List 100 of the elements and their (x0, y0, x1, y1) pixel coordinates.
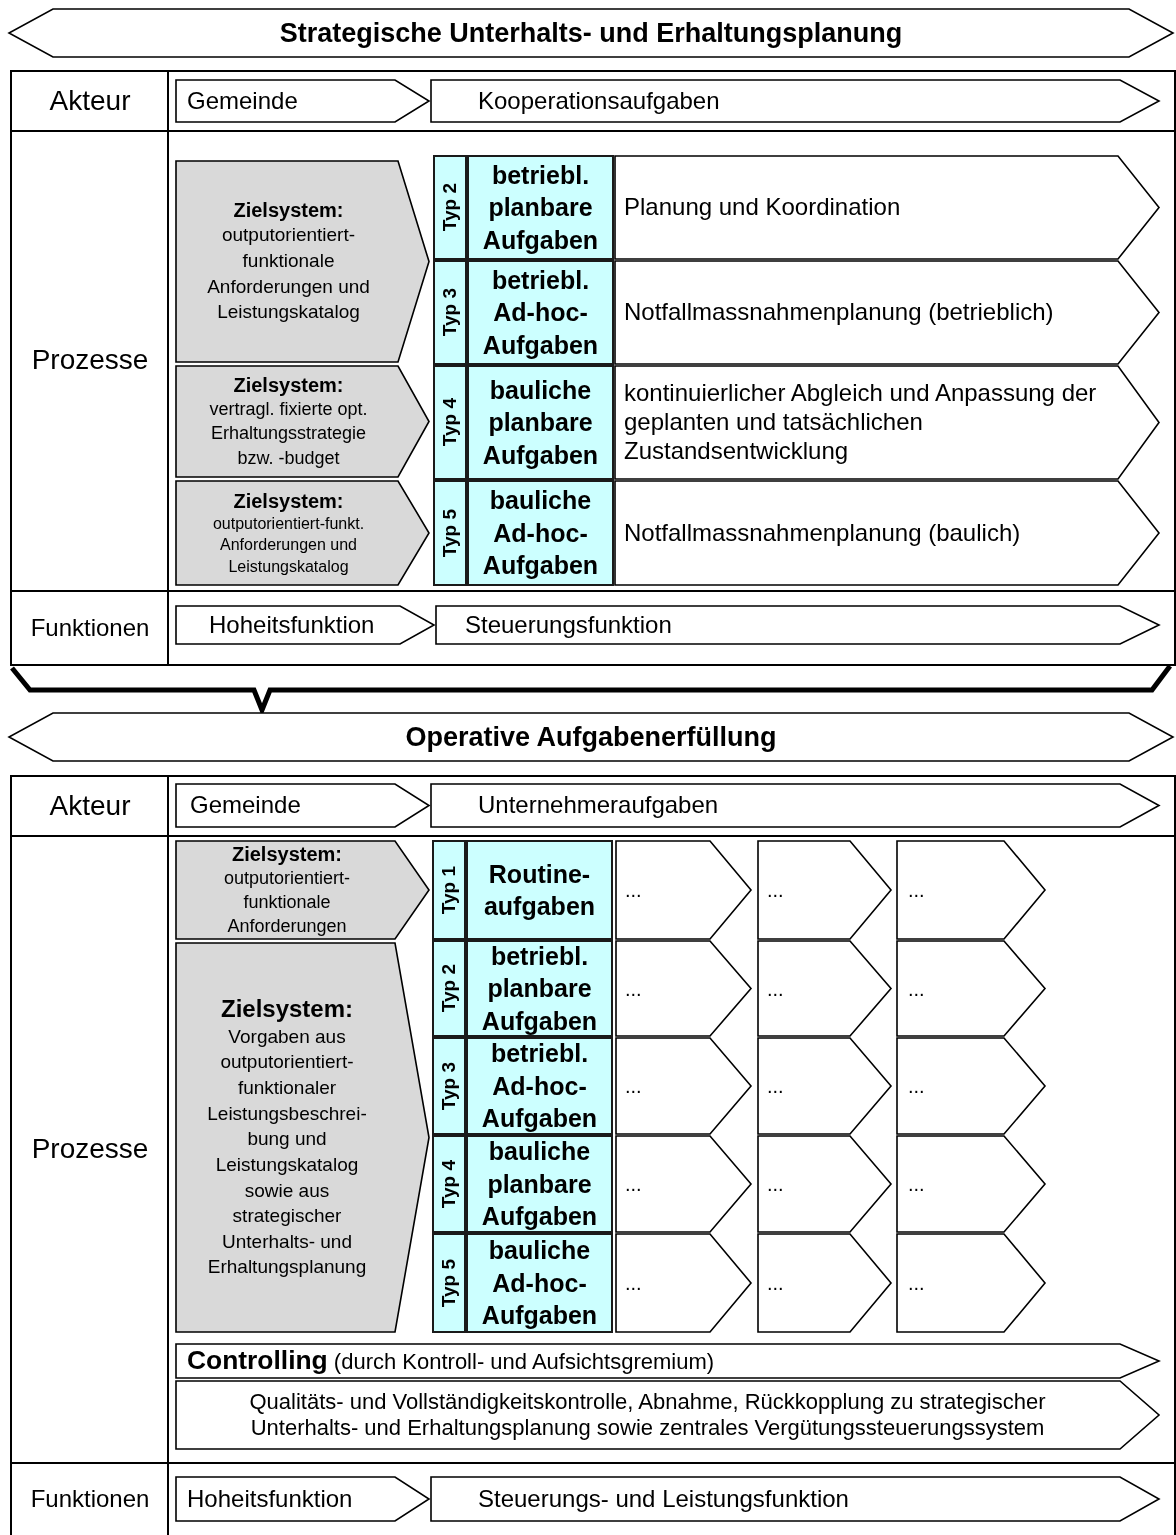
goal-heading: Zielsystem: (233, 488, 344, 513)
chevron-label: ... (908, 878, 925, 902)
row-header: Funktionen (30, 614, 150, 642)
process-step (757, 940, 892, 1037)
chevron-label: kontinuierlicher Abgleich und Anpassung der geplanten und tatsächlichen Zustandsentwicklung (624, 379, 1098, 466)
chevron-label: Gemeinde (190, 791, 301, 820)
process-step (615, 1037, 752, 1135)
process-step (896, 840, 1046, 940)
chevron-label: ... (767, 976, 784, 1001)
task-cell (466, 1037, 613, 1135)
task-label: betriebl. Ad-hoc-Aufgaben (481, 264, 600, 361)
banner-title: Strategische Unterhalts- und Erhaltungsplanung (279, 17, 903, 49)
chevron-label: ... (908, 1271, 925, 1295)
process-step (175, 1380, 1160, 1450)
chevron-label: ... (908, 1074, 925, 1098)
chevron-label: Notfallmassnahmenplanung (betrieblich) (624, 298, 1054, 327)
chevron-label: ... (767, 878, 784, 902)
task-label: bauliche planbare Aufgaben (481, 374, 600, 471)
type-cell (432, 940, 466, 1037)
task-cell (466, 840, 613, 940)
chevron-label: ... (625, 976, 642, 1001)
task-cell (467, 365, 614, 480)
process-step (614, 155, 1160, 260)
type-cell (433, 480, 467, 586)
process-step (757, 1135, 892, 1233)
type-cell (432, 1233, 466, 1333)
goal-heading: Zielsystem: (231, 841, 343, 866)
type-label: Typ 4 (439, 398, 461, 447)
process-step (614, 365, 1160, 480)
task-label: bauliche Ad-hoc-Aufgaben (481, 485, 600, 582)
process-step (757, 1037, 892, 1135)
goal-step (175, 365, 430, 478)
type-cell (432, 1135, 466, 1233)
row-header: Akteur (49, 790, 131, 822)
phase-banner (8, 712, 1174, 762)
row-header: Akteur (49, 85, 131, 117)
row-header: Prozesse (31, 344, 149, 376)
chevron-label: Planung und Koordination (624, 193, 901, 222)
chevron-label: ... (625, 1074, 642, 1098)
task-cell (466, 1233, 613, 1333)
type-label: Typ 4 (438, 1159, 460, 1209)
row-header: Prozesse (31, 1133, 149, 1165)
type-label: Typ 2 (439, 183, 461, 232)
chevron-label: Qualitäts- und Vollständigkeitskontrolle, Abnahme, Rückkopplung zu strategischer Unterhalts- und Erhaltungsplanung sowie zentrales Vergütungssteuerungssystem (248, 1388, 1047, 1442)
goal-description: outputorientiert-funkt. Anforderungen und Leistungskatalog (211, 513, 366, 577)
task-label: bauliche Ad-hoc-Aufgaben (480, 1235, 599, 1332)
task-cell (467, 260, 614, 365)
type-label: Typ 3 (438, 1061, 460, 1111)
type-cell (432, 1037, 466, 1135)
type-label: Typ 2 (438, 964, 460, 1013)
process-step (615, 1233, 752, 1333)
chevron-label: Hoheitsfunktion (209, 610, 375, 640)
process-step (175, 605, 435, 645)
type-label: Typ 5 (439, 508, 461, 558)
chevron-label: Steuerungsfunktion (465, 610, 672, 640)
chevron-label: Steuerungs- und Leistungsfunktion (478, 1484, 849, 1514)
goal-step (175, 942, 430, 1333)
chevron-label: ... (767, 1172, 784, 1196)
goal-heading: Zielsystem: (220, 994, 354, 1024)
chevron-label: ... (767, 1271, 784, 1295)
goal-description: outputorientiert-funktionale Anforderungen und Leistungskatalog (206, 223, 371, 325)
process-step (175, 783, 430, 828)
process-step (896, 940, 1046, 1037)
goal-description: Vorgaben aus outputorientiert-funktionaler Leistungsbeschrei-bung und Leistungskatalog sowie aus strategischer Unterhalts- und Erhaltungsplanung (206, 1024, 368, 1280)
chevron-label: Gemeinde (187, 86, 298, 116)
process-step (175, 79, 430, 123)
process-step (614, 260, 1160, 365)
goal-step (175, 840, 430, 940)
chevron-label: ... (908, 976, 925, 1001)
goal-step (175, 160, 430, 363)
task-cell (467, 480, 614, 586)
chevron-label: ... (625, 1271, 642, 1295)
task-label: Routine-aufgaben (482, 858, 597, 922)
process-step (896, 1037, 1046, 1135)
phase-banner (8, 8, 1174, 58)
chevron-label: ... (908, 1172, 925, 1196)
type-cell (433, 260, 467, 365)
process-step (896, 1233, 1046, 1333)
chevron-label: Hoheitsfunktion (187, 1484, 353, 1514)
goal-heading: Zielsystem: (233, 373, 344, 398)
goal-description: outputorientiert-funktionale Anforderungen (222, 866, 352, 939)
process-step (615, 840, 752, 940)
goal-heading: Zielsystem: (233, 198, 344, 223)
type-label: Typ 1 (438, 865, 460, 915)
type-cell (433, 155, 467, 260)
process-step (614, 480, 1160, 586)
chevron-label: Kooperationsaufgaben (478, 86, 720, 116)
process-step (757, 1233, 892, 1333)
type-cell (432, 840, 466, 940)
task-cell (467, 155, 614, 260)
process-step (175, 1343, 1160, 1379)
type-label: Typ 3 (439, 288, 461, 337)
chevron-label: ... (625, 878, 642, 902)
process-step (175, 1476, 430, 1522)
chevron-label: Notfallmassnahmenplanung (baulich) (624, 518, 1021, 548)
process-step (896, 1135, 1046, 1233)
chevron-label: ... (625, 1172, 642, 1196)
goal-step (175, 480, 430, 586)
banner-title: Operative Aufgabenerfüllung (405, 721, 777, 753)
type-cell (433, 365, 467, 480)
